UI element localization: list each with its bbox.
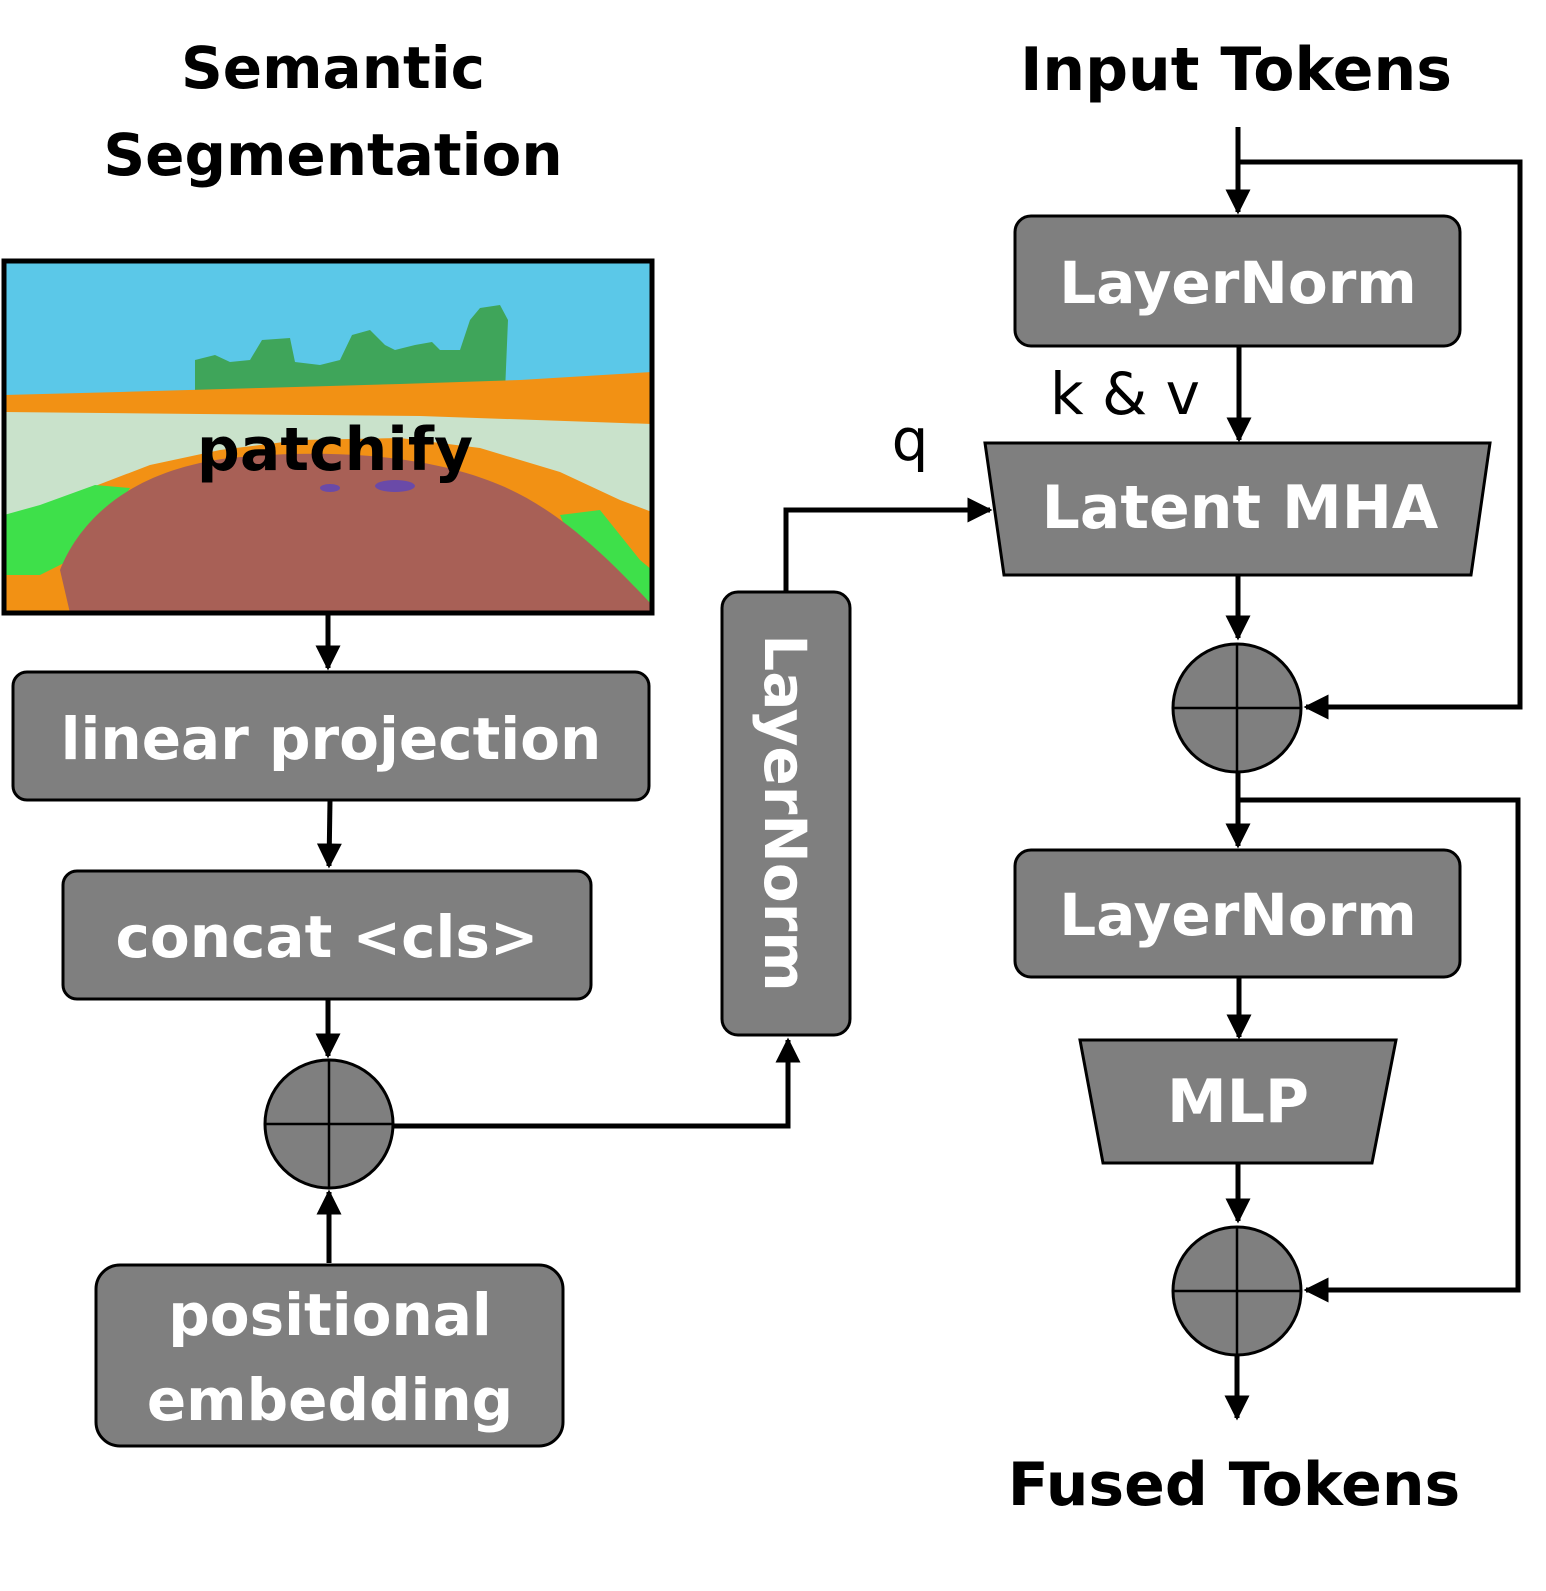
mlp-label: MLP <box>1167 1067 1309 1137</box>
linear-projection-box <box>11 670 651 802</box>
input-tokens-title: Input Tokens <box>1020 35 1452 105</box>
left-title-line2: Segmentation <box>103 121 562 189</box>
positional-embedding-box <box>94 1263 565 1448</box>
layernorm-2-label: LayerNorm <box>1059 881 1417 949</box>
arrow-add-to-layernorm <box>393 1037 801 1129</box>
latent-mha-label: Latent MHA <box>1042 473 1439 543</box>
latent-mha-box <box>983 441 1492 577</box>
residual-path-1 <box>1238 159 1523 720</box>
linear-projection-label: linear projection <box>61 705 602 773</box>
segmentation-image-border <box>1 258 655 616</box>
residual-path-2 <box>1238 797 1521 1303</box>
patchify-label: patchify <box>197 415 473 485</box>
segmentation-image <box>4 261 652 613</box>
fused-tokens-title: Fused Tokens <box>1008 1450 1461 1520</box>
add-circle-right-2 <box>1171 1225 1303 1357</box>
left-title-line1: Semantic <box>181 34 485 102</box>
mlp-box <box>1078 1038 1398 1165</box>
positional-embedding-label-line2: embedding <box>147 1366 513 1434</box>
arrow-linear-to-concat <box>316 799 342 869</box>
arrow-layernorm-to-mha-q <box>783 497 993 592</box>
layernorm-1-label: LayerNorm <box>1059 249 1417 317</box>
add-circle-left <box>263 1058 395 1190</box>
q-label: q <box>892 406 929 474</box>
add-circle-right-1 <box>1171 642 1303 774</box>
layernorm-vertical-label: LayerNorm <box>751 634 819 992</box>
positional-embedding-label-line1: positional <box>168 1281 492 1349</box>
concat-cls-label: concat <cls> <box>116 903 539 971</box>
kv-label: k & v <box>1050 360 1200 428</box>
